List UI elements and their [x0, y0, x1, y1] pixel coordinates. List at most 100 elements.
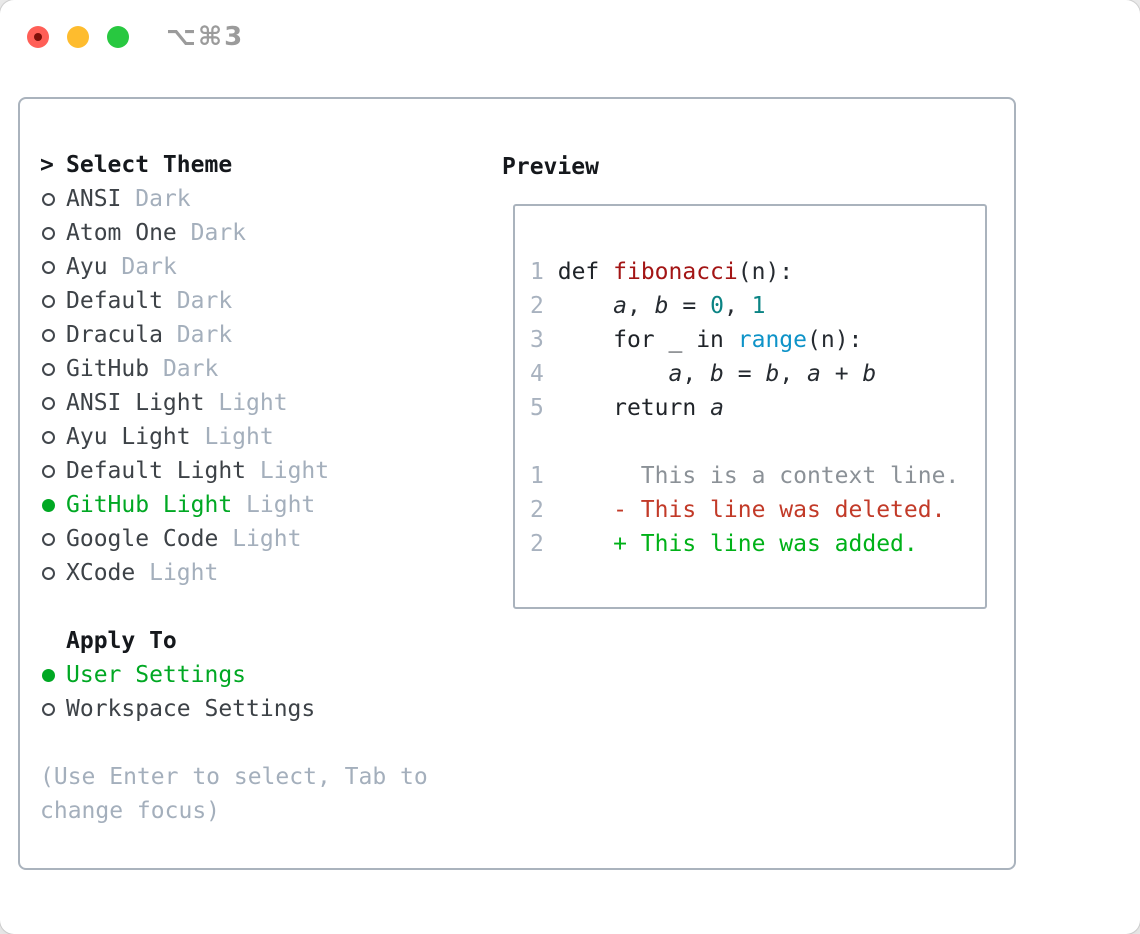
- item-variant-label: Light: [232, 526, 302, 552]
- code-token: for: [613, 327, 655, 353]
- item-label: GitHub: [66, 356, 150, 382]
- code-token: a: [710, 395, 724, 421]
- code-line: 2 a, b = 0, 1: [530, 289, 959, 323]
- item-label: XCode: [66, 560, 136, 586]
- item-label: Default: [66, 288, 163, 314]
- radio-icon: [42, 260, 55, 274]
- radio-icon: [42, 294, 55, 308]
- code-token: b: [710, 361, 724, 387]
- preview-header: Preview: [502, 154, 599, 180]
- radio-icon: [42, 362, 55, 376]
- code-token: range: [737, 327, 808, 353]
- line-number: 1: [530, 463, 544, 489]
- theme-item[interactable]: GitHub Dark: [40, 352, 490, 386]
- code-line: 1 This is a context line.: [530, 459, 959, 493]
- code-token: [544, 293, 613, 319]
- theme-item[interactable]: Google Code Light: [40, 522, 490, 556]
- item-variant-label: Dark: [176, 288, 233, 314]
- code-token: [599, 259, 613, 285]
- apply-to-option[interactable]: User Settings: [40, 658, 490, 692]
- code-token: ,: [779, 361, 808, 387]
- item-variant-label: Dark: [135, 186, 191, 212]
- code-token: + This line was added.: [613, 531, 918, 557]
- code-token: =: [668, 293, 711, 319]
- zoom-button[interactable]: [107, 26, 129, 48]
- item-label: Workspace Settings: [66, 696, 316, 722]
- code-token: (n):: [807, 327, 863, 353]
- theme-item[interactable]: ANSI Dark: [40, 182, 490, 216]
- line-number: 2: [530, 531, 544, 557]
- code-token: +: [820, 361, 863, 387]
- help-text: (Use Enter to select, Tab to change focus…: [40, 760, 490, 828]
- code-token: ,: [682, 361, 711, 387]
- help-line: change focus): [40, 798, 221, 824]
- code-token: [724, 327, 738, 353]
- theme-item[interactable]: Ayu Dark: [40, 250, 490, 284]
- select-theme-label: Select Theme: [66, 152, 233, 178]
- radio-selected-icon: [42, 668, 55, 682]
- code-token: b: [654, 293, 669, 319]
- code-token: a: [668, 361, 683, 387]
- code-token: b: [862, 361, 877, 387]
- theme-item[interactable]: GitHub Light Light: [40, 488, 490, 522]
- theme-item[interactable]: Default Light Light: [40, 454, 490, 488]
- spacer: [40, 590, 490, 624]
- item-label: Dracula: [66, 322, 163, 348]
- item-label: ANSI: [66, 186, 122, 212]
- radio-icon: [42, 430, 55, 444]
- minimize-button[interactable]: [67, 26, 89, 48]
- code-token: b: [765, 361, 780, 387]
- theme-item[interactable]: ANSI Light Light: [40, 386, 490, 420]
- code-token: ,: [723, 293, 752, 319]
- line-number: 2: [530, 293, 544, 319]
- item-label: Ayu Light: [66, 424, 191, 450]
- item-label: GitHub Light: [66, 492, 233, 518]
- item-variant-label: Light: [246, 492, 316, 518]
- radio-selected-icon: [42, 498, 55, 512]
- code-line: 2 - This line was deleted.: [530, 493, 959, 527]
- apply-to-option[interactable]: Workspace Settings: [40, 692, 490, 726]
- theme-item[interactable]: XCode Light: [40, 556, 490, 590]
- line-number: 5: [530, 395, 544, 421]
- code-token: in: [696, 327, 724, 353]
- item-variant-label: Light: [149, 560, 219, 586]
- code-token: 0: [710, 293, 724, 319]
- item-variant-label: Light: [218, 390, 288, 416]
- item-variant-label: Light: [259, 458, 330, 484]
- code-token: [696, 395, 710, 421]
- code-token: - This line was deleted.: [613, 497, 946, 523]
- radio-icon: [42, 566, 55, 580]
- radio-icon: [42, 532, 55, 546]
- code-token: [544, 531, 613, 557]
- select-theme-header: > Select Theme: [40, 148, 490, 182]
- item-variant-label: Dark: [190, 220, 247, 246]
- code-token: 1: [751, 293, 766, 319]
- code-token: def: [557, 259, 600, 285]
- radio-icon: [42, 396, 55, 410]
- code-token: fibonacci: [613, 259, 738, 285]
- code-token: a: [613, 293, 627, 319]
- code-token: =: [723, 361, 766, 387]
- window-controls: [27, 26, 129, 48]
- code-token: [544, 395, 613, 421]
- code-token: [544, 327, 613, 353]
- theme-item[interactable]: Default Dark: [40, 284, 490, 318]
- close-button[interactable]: [27, 26, 49, 48]
- item-variant-label: Dark: [121, 254, 177, 280]
- radio-icon: [42, 328, 55, 342]
- line-number: 2: [530, 497, 544, 523]
- unsaved-dot-icon: [34, 33, 42, 41]
- apply-to-header: Apply To: [40, 624, 490, 658]
- theme-item[interactable]: Ayu Light Light: [40, 420, 490, 454]
- item-label: Atom One: [66, 220, 177, 246]
- code-token: return: [613, 395, 697, 421]
- help-line: (Use Enter to select, Tab to: [40, 764, 428, 790]
- item-label: Ayu: [66, 254, 108, 280]
- theme-item[interactable]: Atom One Dark: [40, 216, 490, 250]
- theme-item[interactable]: Dracula Dark: [40, 318, 490, 352]
